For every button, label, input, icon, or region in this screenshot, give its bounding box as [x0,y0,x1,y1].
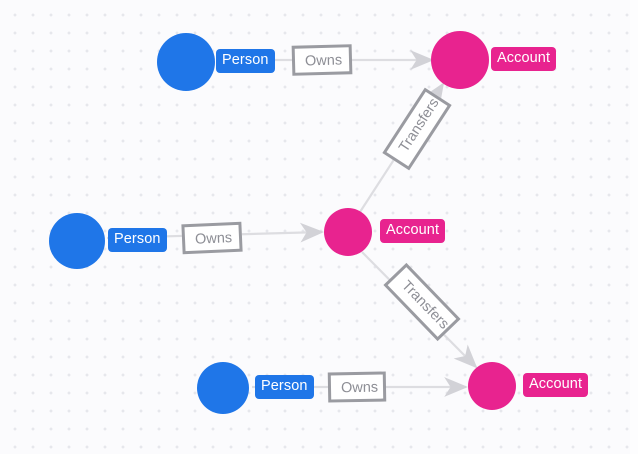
node-label-person-1: Person [216,49,275,73]
node-label-account-3: Account [523,373,589,397]
node-person-3[interactable] [197,362,249,414]
node-person-1[interactable] [157,33,215,91]
edge-label-owns-2[interactable]: Owns [181,221,243,255]
edge-label-transfers-1[interactable]: Transfers [382,87,452,171]
node-label-account-1: Account [491,47,557,71]
node-label-person-3: Person [255,375,314,399]
node-label-person-2: Person [108,228,167,252]
node-account-2[interactable] [324,208,372,256]
node-label-account-2: Account [380,219,446,243]
node-person-2[interactable] [49,213,105,269]
edge-label-owns-1[interactable]: Owns [291,44,353,76]
edge-label-transfers-2[interactable]: Transfers [383,262,461,342]
edge-label-owns-3[interactable]: Owns [327,371,387,403]
vertical-scrollbar[interactable] [630,0,638,454]
node-account-1[interactable] [431,31,489,89]
node-account-3[interactable] [468,362,516,410]
